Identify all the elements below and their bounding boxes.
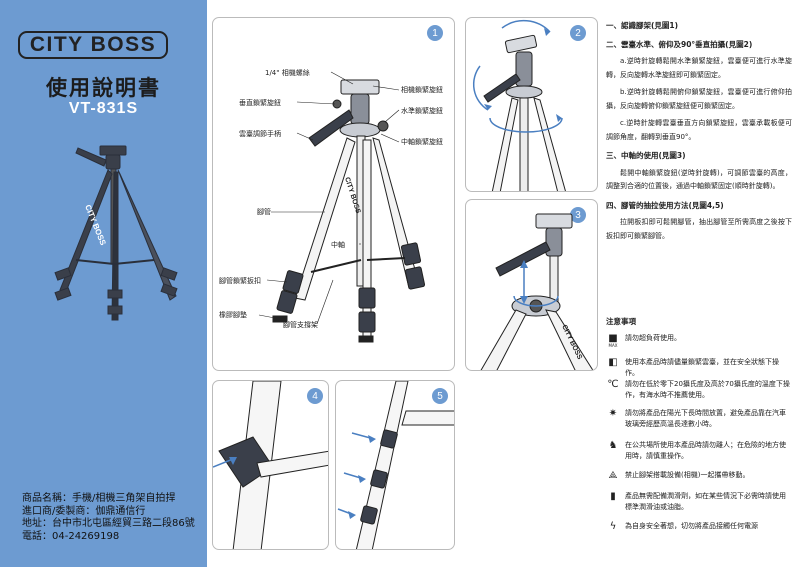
tripod-illustration: CITY BOSS <box>20 130 190 340</box>
note-item: ◧ 使用本產品時請儘量鎖緊雲臺，並在安全狀態下操作。 <box>606 357 792 379</box>
note-item: ℃ 請勿在低於零下20攝氏度及高於70攝氏度的溫度下操作，有海水時不推薦使用。 <box>607 379 790 399</box>
section-2-step-a: a.逆時針旋轉鬆開水準鎖緊旋鈕，雲臺便可進行水準旋轉，反向旋轉水準旋鈕即可鎖緊固… <box>606 57 792 79</box>
section-4-title: 四、腳管的抽拉使用方法(見圖4,5) <box>606 200 724 210</box>
label-leg-clamp: 腳管鎖緊扳扣 <box>219 277 261 285</box>
label-vertical-lock-knob: 垂直鎖緊旋鈕 <box>239 99 281 107</box>
figure-2-number: 2 <box>570 25 586 41</box>
cover-panel: CITY BOSS 使用說明書 VT-831S <box>0 0 207 567</box>
section-2-title: 二、雲臺水準、俯仰及90°垂直拍攝(見圖2) <box>606 39 753 49</box>
label-rubber-foot: 橡膠腳墊 <box>219 311 247 319</box>
section-3-text: 鬆開中軸鎖緊旋鈕(逆時針旋轉)，可調節雲臺的高度，調整到合適的位置後，通過中軸鎖… <box>606 168 792 191</box>
label-camera-screw: 1/4" 相機螺絲 <box>265 69 310 77</box>
figure-4-panel: 4 <box>212 380 329 550</box>
tripod-move-icon: ⟁ <box>608 470 618 481</box>
note-item: ✷ 請勿將產品在陽光下長時間放置，避免產品靠在汽車玻璃旁經歷高溫長達數小時。 <box>606 408 792 430</box>
notes-title: 注意事項 <box>606 317 636 326</box>
label-pan-handle: 雲臺調節手柄 <box>239 130 281 138</box>
phone: 電話：04-24269198 <box>22 530 120 542</box>
section-1-title: 一、認識腳架(見圖1) <box>606 21 679 30</box>
section-2-step-b: b.逆時針旋轉鬆開俯仰鎖緊旋鈕，雲臺便可進行俯仰拍攝，反向旋轉俯仰鎖緊旋鈕便可鎖… <box>606 88 792 110</box>
label-camera-lock-knob: 相機鎖緊旋鈕 <box>401 86 443 94</box>
manual-title: 使用說明書 <box>46 76 161 100</box>
note-item: ϟ 為自身安全著想，切勿將產品接觸任何電源 <box>606 521 792 532</box>
oil-bottle-icon: ▮ <box>610 491 616 502</box>
importer: 進口商/委製商：伽鼎通信行 <box>22 505 146 517</box>
figure-5-panel: 5 <box>335 380 455 550</box>
temperature-icon: ℃ <box>607 379 619 390</box>
figure-4-number: 4 <box>307 388 323 404</box>
section-4-text: 拉開板扣即可鬆開腳管，抽出腳管至所需高度之後按下扳扣即可鎖緊腳管。 <box>606 218 792 240</box>
note-item: ♞ 在公共場所使用本產品時請勿離人；在危險的地方使用時，請慎重操作。 <box>606 440 792 462</box>
label-center-lock-knob: 中軸鎖緊旋鈕 <box>401 138 443 146</box>
product-name: 商品名稱：手機/相機三角架自拍捍 <box>22 493 176 504</box>
figure-5-number: 5 <box>432 388 448 404</box>
lightning-icon: ϟ <box>609 521 617 532</box>
figure-1-panel: 1 <box>212 17 455 371</box>
note-item: ■MAX 請勿超負荷使用。 <box>606 333 792 348</box>
balance-icon: ◧ <box>608 357 618 368</box>
model-number: VT-831S <box>68 100 139 117</box>
section-3-title: 三、中軸的使用(見圖3) <box>606 151 686 160</box>
label-center-axis: 中軸 <box>331 241 345 249</box>
label-horizontal-lock-knob: 水準鎖緊旋鈕 <box>401 107 443 115</box>
label-leg-brace: 腳管支撐架 <box>283 321 318 329</box>
product-info: 商品名稱：手機/相機三角架自拍捍 進口商/委製商：伽鼎通信行 地址：台中市北屯區… <box>22 493 195 543</box>
note-item: ⟁ 禁止腳架搭載設備(相機)一起攜帶移動。 <box>606 470 792 481</box>
address: 地址：台中市北屯區經貿三路二段86號 <box>22 518 195 529</box>
section-2-step-c: c.逆時針旋轉雲臺垂直方向鎖緊旋鈕，雲臺承載板便可調節角度，翻轉到垂直90°。 <box>606 119 792 141</box>
figure-1-number: 1 <box>427 25 443 41</box>
sun-icon: ✷ <box>608 408 618 419</box>
note-item: ▮ 產品無需配備潤滑劑，如在某些情況下必需時請使用標準潤滑油或油脂。 <box>606 491 792 513</box>
figure-2-panel: 2 <box>465 17 598 192</box>
walking-person-icon: ♞ <box>608 440 618 451</box>
label-leg: 腳管 <box>257 208 271 216</box>
instructions-column: 一、認識腳架(見圖1) 二、雲臺水準、俯仰及90°垂直拍攝(見圖2) a.逆時針… <box>606 14 792 247</box>
figure-3-number: 3 <box>570 207 586 223</box>
brand-logo: CITY BOSS <box>18 31 168 59</box>
weight-max-icon: ■MAX <box>608 333 618 348</box>
figure-3-panel: 3 CITY BOSS <box>465 199 598 371</box>
